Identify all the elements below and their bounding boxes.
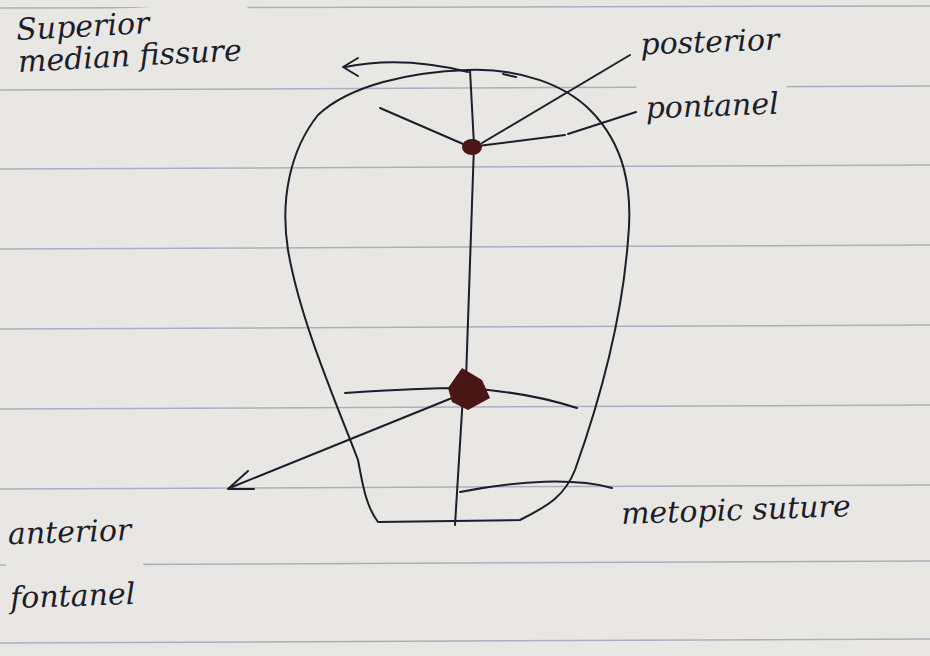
leader-line [460, 482, 612, 492]
ruled-lines [0, 6, 930, 643]
skull-outline [285, 70, 629, 522]
posterior-fontanel-dot [462, 139, 482, 155]
occipital-mark [503, 74, 516, 77]
arrow-head [228, 471, 254, 489]
leader-line [232, 398, 452, 487]
anatomy-label: anterior fontanel [4, 498, 145, 631]
leader-line [482, 55, 630, 143]
anterior-fontanel-dot [448, 368, 490, 410]
arrow-head [343, 58, 358, 76]
anatomy-label: metopic suture [617, 486, 858, 534]
leader-line [568, 112, 636, 134]
sagittal-suture [466, 70, 474, 380]
leader-line [345, 62, 468, 72]
anatomy-label: posterior pontanel [634, 7, 788, 140]
metopic-suture-line [455, 395, 463, 525]
anatomy-label: Superior median fissure [12, 2, 250, 78]
